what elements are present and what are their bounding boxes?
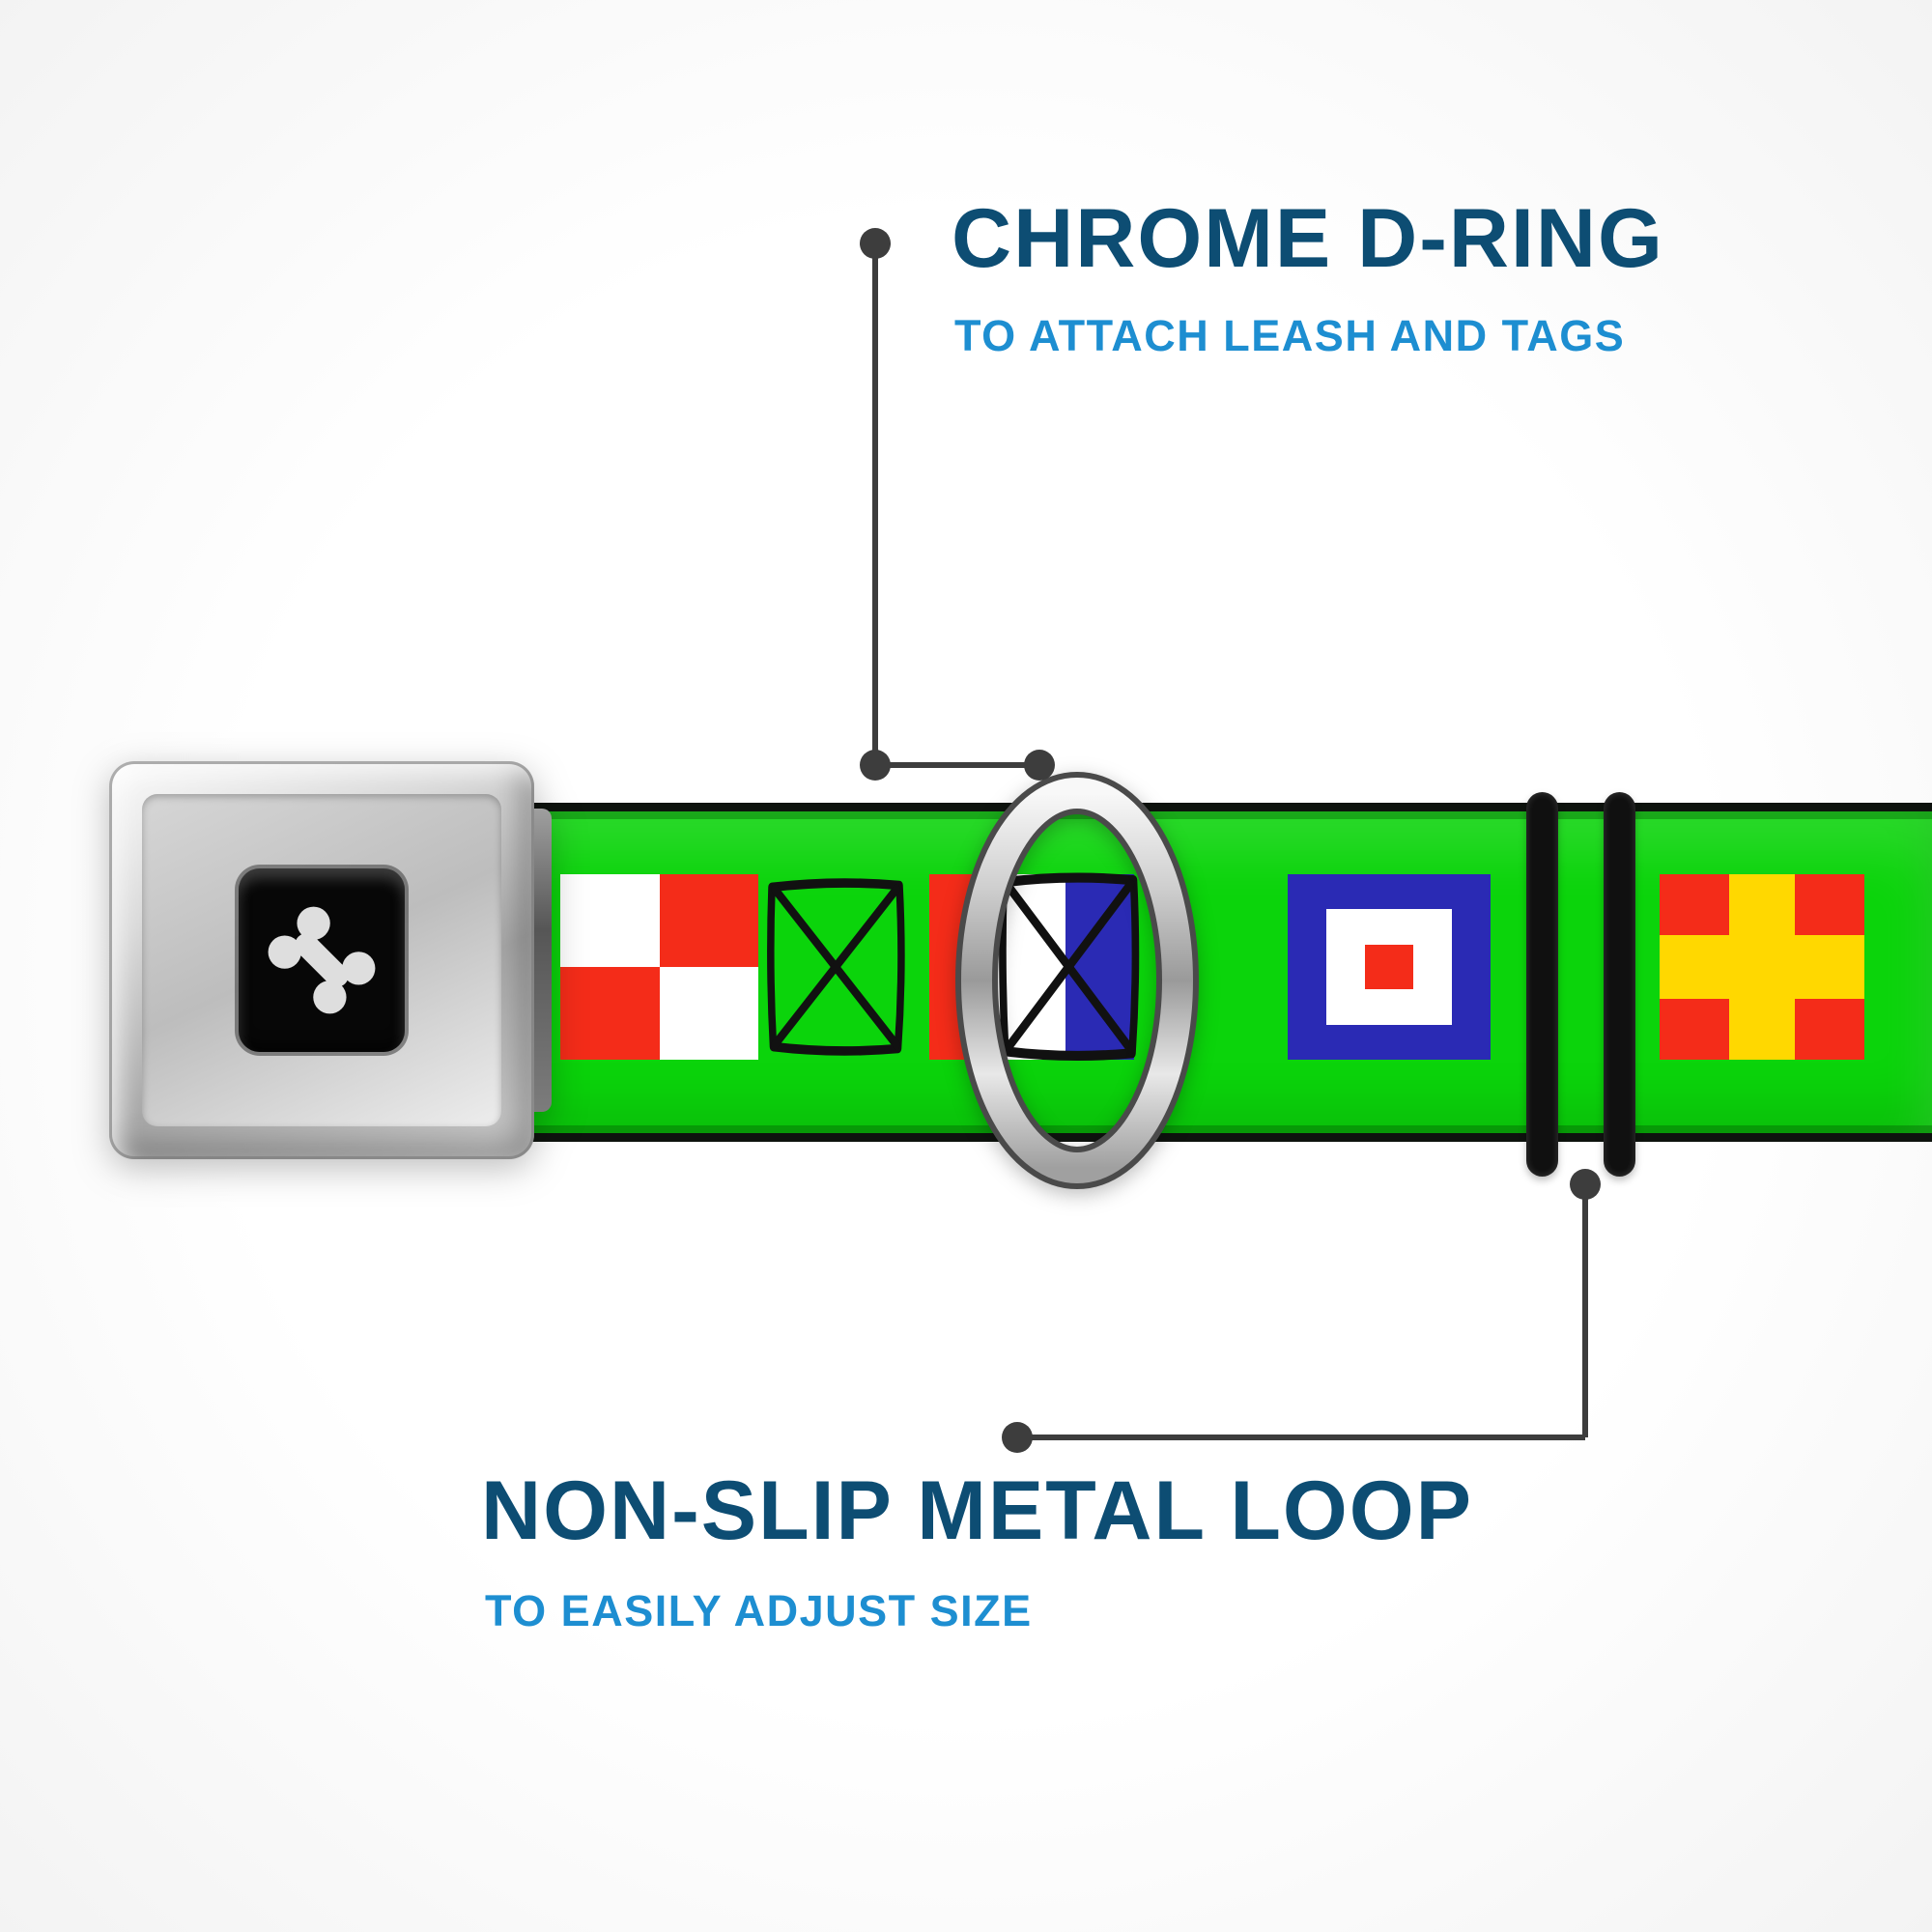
bottom-callout-subtitle: TO EASILY ADJUST SIZE [485, 1586, 1033, 1635]
bottom-callout-title: NON-SLIP METAL LOOP [481, 1464, 1474, 1557]
top-callout-dot-end [1024, 750, 1055, 781]
signal-flag-outline-x [763, 874, 908, 1060]
slider-bar-right [1604, 792, 1635, 1177]
bottom-callout-dot-end [1002, 1422, 1033, 1453]
slider-bar-left [1526, 792, 1558, 1177]
chrome-d-ring [955, 772, 1199, 1189]
top-callout-line-vertical [872, 243, 878, 765]
bottom-callout-line-vertical [1582, 1184, 1588, 1437]
top-callout-subtitle: TO ATTACH LEASH AND TAGS [954, 311, 1626, 360]
seatbelt-buckle [109, 761, 552, 1159]
dog-bone-icon [268, 906, 376, 1014]
bottom-callout-line-horizontal [1017, 1435, 1585, 1440]
metal-adjustment-loop [1526, 792, 1635, 1177]
buckle-center-badge [239, 868, 405, 1052]
buckle-face [109, 761, 534, 1159]
signal-flag-square-in-square [1288, 874, 1491, 1060]
signal-flag-quartered [560, 874, 758, 1060]
top-callout-title: CHROME D-RING [952, 192, 1664, 285]
signal-flag-cross [1660, 874, 1864, 1060]
top-callout-line-horizontal [875, 762, 1039, 768]
